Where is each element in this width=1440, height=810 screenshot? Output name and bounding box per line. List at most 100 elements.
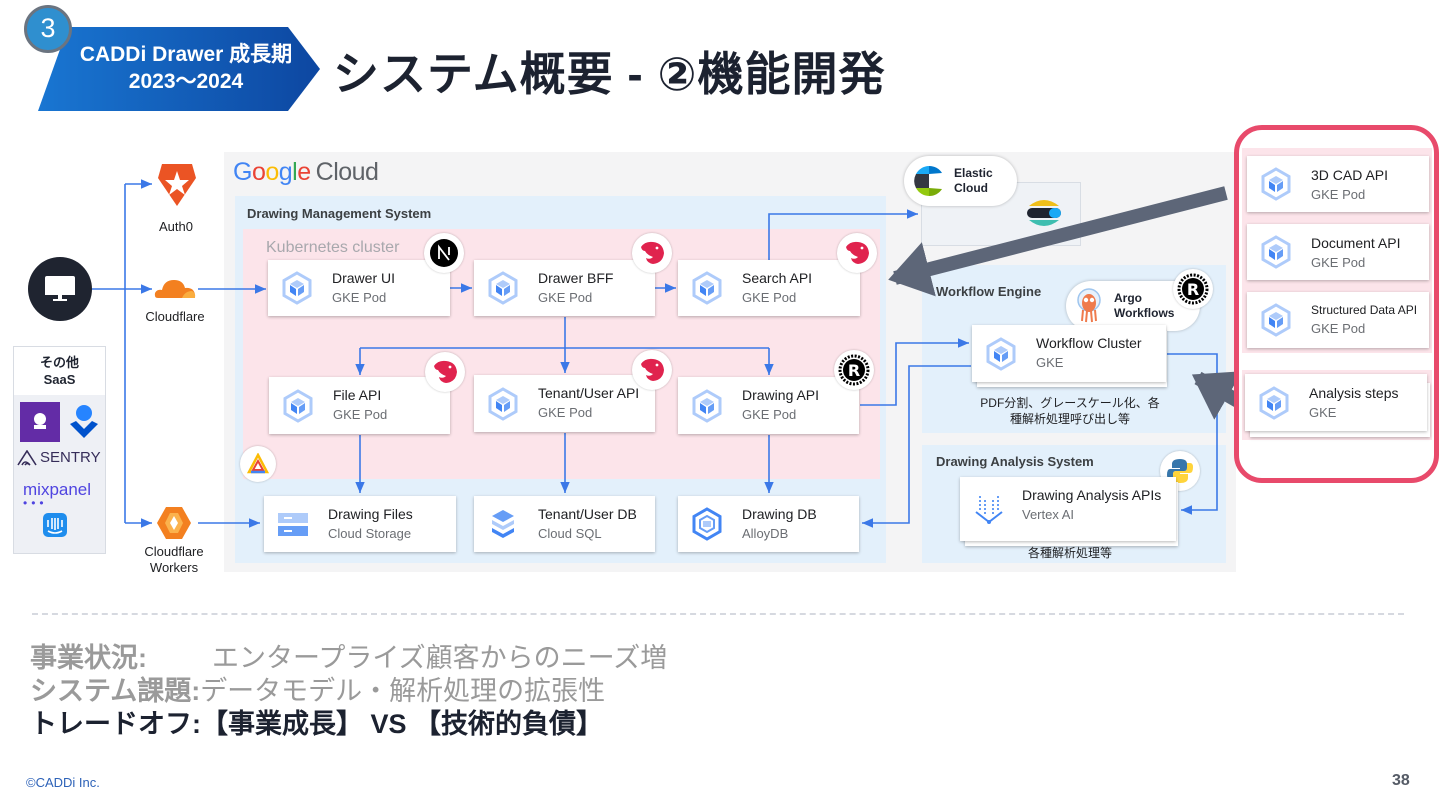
- pod-drawer-bff[interactable]: Drawer BFF GKE Pod: [474, 260, 655, 316]
- logo-letter: o: [251, 158, 266, 186]
- workflow-note: PDF分割、グレースケール化、各 種解析処理呼び出し等: [960, 395, 1180, 427]
- mixpanel-logo: mixpanel •••: [23, 480, 92, 510]
- logo-letter: o: [265, 158, 279, 186]
- auth0-icon: [158, 164, 196, 206]
- cloud-build-badge: [240, 446, 276, 482]
- mixpanel-label: mixpanel: [23, 480, 92, 499]
- elastic-line1: Elastic: [954, 166, 993, 180]
- pod-title: Drawer BFF: [538, 270, 614, 286]
- new-pod-title: Document API: [1311, 235, 1401, 251]
- saas-title-line1: その他: [39, 355, 79, 370]
- workflow-note-line1: PDF分割、グレースケール化、各: [980, 396, 1160, 410]
- gke-pod-icon: [283, 388, 313, 423]
- pod-file-api[interactable]: File API GKE Pod: [269, 377, 450, 434]
- cloud-deploy-icon: [247, 453, 269, 474]
- phase-label: CADDi Drawer 成長期 2023～2024: [66, 41, 306, 95]
- alloydb-icon: [692, 507, 722, 541]
- workflow-cluster-subtitle: GKE: [1036, 355, 1064, 370]
- pod-subtitle: GKE Pod: [538, 290, 593, 305]
- logo-letter: e: [297, 158, 311, 186]
- pod-drawer-ui[interactable]: Drawer UI GKE Pod: [268, 260, 450, 316]
- intercom-icon: [43, 513, 67, 537]
- business-status-row: 事業状況:エンタープライズ顧客からのニーズ増: [30, 636, 667, 675]
- store-subtitle: Cloud Storage: [328, 526, 412, 541]
- pod-title: File API: [333, 387, 382, 403]
- nestjs-badge: [837, 233, 877, 273]
- gke-pod-icon: [1261, 235, 1291, 269]
- nestjs-icon: [641, 358, 664, 381]
- das-label: Drawing Analysis System: [936, 454, 1094, 469]
- client-device: [28, 257, 92, 321]
- drawing-analysis-apis-node[interactable]: Drawing Analysis APIs Vertex AI: [960, 477, 1176, 541]
- logo-letter: G: [233, 158, 252, 186]
- store-subtitle: AlloyDB: [742, 526, 789, 541]
- logo-letter: l: [292, 158, 298, 186]
- new-pod-structured-data-api[interactable]: Structured Data API GKE Pod: [1247, 292, 1429, 348]
- section-divider: [32, 613, 1404, 615]
- rust-icon: R: [838, 354, 870, 386]
- cloudflare-label: Cloudflare: [145, 309, 205, 324]
- argo-line2: Workflows: [1114, 306, 1175, 320]
- store-drawing-files[interactable]: Drawing Files Cloud Storage: [264, 496, 456, 552]
- das-node-title: Drawing Analysis APIs: [1022, 487, 1162, 503]
- nestjs-icon: [846, 241, 869, 264]
- nextjs-icon: [430, 239, 458, 267]
- other-saas-title: その他 SaaS: [14, 347, 105, 395]
- sentry-label: SENTRY: [40, 449, 101, 466]
- sentry-logo: SENTRY: [17, 449, 101, 466]
- dms-label: Drawing Management System: [247, 206, 432, 221]
- pod-subtitle: GKE Pod: [742, 290, 797, 305]
- copyright: ©CADDi Inc.: [26, 775, 100, 790]
- new-pod-3d-cad-api[interactable]: 3D CAD API GKE Pod: [1247, 156, 1429, 212]
- page-number: 38: [1392, 772, 1410, 789]
- phase-name: CADDi Drawer 成長期: [79, 43, 293, 66]
- tradeoff-label: トレードオフ:: [30, 709, 201, 739]
- pod-drawing-api[interactable]: Drawing API GKE Pod: [678, 377, 859, 434]
- gke-pod-icon: [1261, 167, 1291, 201]
- argo-line1: Argo: [1114, 291, 1142, 305]
- new-pod-subtitle: GKE: [1309, 405, 1337, 420]
- cloudflare-icon: [154, 280, 196, 298]
- das-note: 各種解析処理等: [1027, 546, 1112, 560]
- business-status-value: エンタープライズ顧客からのニーズ増: [212, 643, 668, 673]
- gke-pod-icon: [488, 386, 518, 421]
- gke-pod-icon: [282, 271, 312, 305]
- rust-icon: R: [1177, 273, 1209, 305]
- system-issue-value: データモデル・解析処理の拡張性: [200, 676, 606, 706]
- phase-banner: CADDi Drawer 成長期 2023～2024: [38, 27, 320, 111]
- new-pod-title: Analysis steps: [1309, 385, 1399, 401]
- new-analysis-steps[interactable]: Analysis steps GKE: [1245, 374, 1427, 431]
- statuspage-icon: [70, 405, 98, 438]
- workflow-cluster-node[interactable]: Workflow Cluster GKE: [972, 325, 1166, 382]
- new-pod-document-api[interactable]: Document API GKE Pod: [1247, 224, 1429, 280]
- system-issue-row: システム課題:データモデル・解析処理の拡張性: [30, 669, 605, 708]
- sentry-icon: [17, 449, 37, 466]
- saas-title-line2: SaaS: [43, 372, 76, 387]
- rust-badge: R: [834, 350, 874, 390]
- elastic-line2: Cloud: [954, 181, 988, 195]
- nestjs-icon: [434, 360, 457, 383]
- store-title: Drawing Files: [328, 506, 413, 522]
- new-pod-subtitle: GKE Pod: [1311, 187, 1366, 202]
- vertex-ai-icon: [975, 496, 1003, 524]
- phase-banner-shape: [38, 27, 320, 111]
- workflow-note-line2: 種解析処理呼び出し等: [1009, 412, 1130, 426]
- store-tenant-user-db[interactable]: Tenant/User DB Cloud SQL: [474, 496, 655, 552]
- logo-cloud-word: Cloud: [315, 158, 379, 186]
- pod-tenant-user-api[interactable]: Tenant/User API GKE Pod: [474, 375, 655, 432]
- argo-icon: [1077, 288, 1101, 323]
- gke-pod-icon: [692, 271, 722, 305]
- cloud-storage-icon: [278, 513, 308, 536]
- pod-search-api[interactable]: Search API GKE Pod: [678, 260, 860, 316]
- cloudflare-workers-icon: [157, 507, 191, 539]
- store-drawing-db[interactable]: Drawing DB AlloyDB: [678, 496, 859, 552]
- mixpanel-dots: •••: [23, 496, 48, 510]
- monitor-icon: [45, 276, 75, 301]
- logo-letter: g: [278, 158, 293, 186]
- new-pod-title: Structured Data API: [1311, 303, 1418, 317]
- gke-pod-icon: [1261, 303, 1291, 337]
- store-subtitle: Cloud SQL: [538, 526, 602, 541]
- cloudflare-workers-label: Cloudflare Workers: [144, 544, 204, 575]
